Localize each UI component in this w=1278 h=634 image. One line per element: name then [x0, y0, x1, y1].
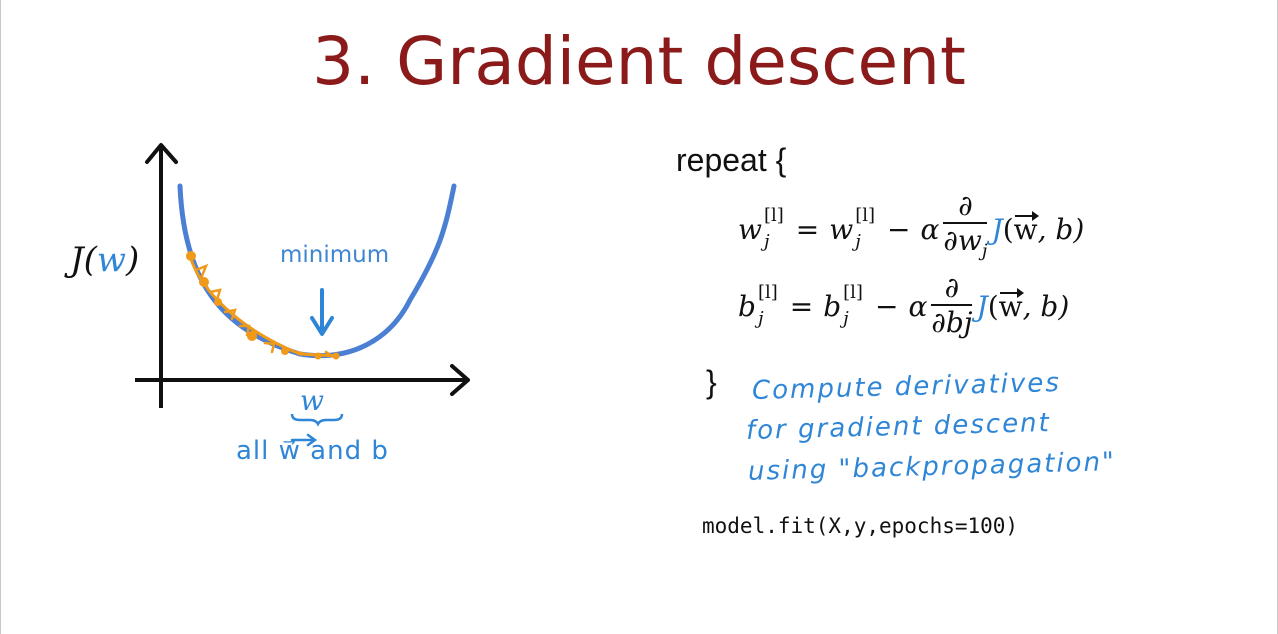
parameters-note: all w⃗ and b	[236, 436, 389, 466]
rhs-bias: b[l]j	[823, 282, 863, 329]
minimum-label: minimum	[280, 242, 390, 268]
repeat-close: }	[706, 364, 717, 400]
equals-sign: =	[795, 212, 820, 246]
weight-vector: w	[1013, 210, 1039, 246]
cost-axis-label: J(w)	[70, 240, 140, 280]
learning-rate: α	[920, 212, 940, 246]
descent-step-ticks	[194, 263, 334, 358]
code-snippet: model.fit(X,y,epochs=100)	[702, 514, 1019, 538]
partial-derivative: ∂ ∂wj	[943, 189, 988, 262]
repeat-open: repeat {	[676, 142, 787, 178]
lhs-weight: w[l]j	[738, 205, 784, 253]
minus-sign: −	[874, 289, 899, 323]
slide-title: 3. Gradient descent	[312, 23, 966, 100]
cost-function: J	[976, 289, 988, 323]
lhs-bias: b[l]j	[738, 282, 778, 329]
cost-curve	[177, 183, 457, 359]
equals-sign: =	[789, 289, 814, 323]
w-underbrace	[290, 413, 344, 427]
partial-derivative: ∂ ∂bj	[931, 271, 973, 339]
learning-rate: α	[908, 289, 928, 323]
w-vector-arrow	[290, 433, 318, 447]
bias-update-equation: b[l]j = b[l]j − α ∂ ∂bj J ( w , b)	[738, 271, 1070, 340]
minimum-arrow-head	[310, 316, 334, 336]
frame-left-border	[0, 0, 1, 634]
weight-vector: w	[998, 287, 1024, 323]
x-axis-label: w	[300, 384, 324, 417]
weight-update-equation: w[l]j = w[l]j − α ∂ ∂wj J ( w , b)	[738, 190, 1084, 269]
cost-function: J	[991, 212, 1003, 246]
x-axis-arrow	[450, 364, 470, 396]
rhs-weight: w[l]j	[829, 205, 876, 253]
minus-sign: −	[887, 212, 911, 246]
y-axis-arrow	[145, 143, 178, 164]
